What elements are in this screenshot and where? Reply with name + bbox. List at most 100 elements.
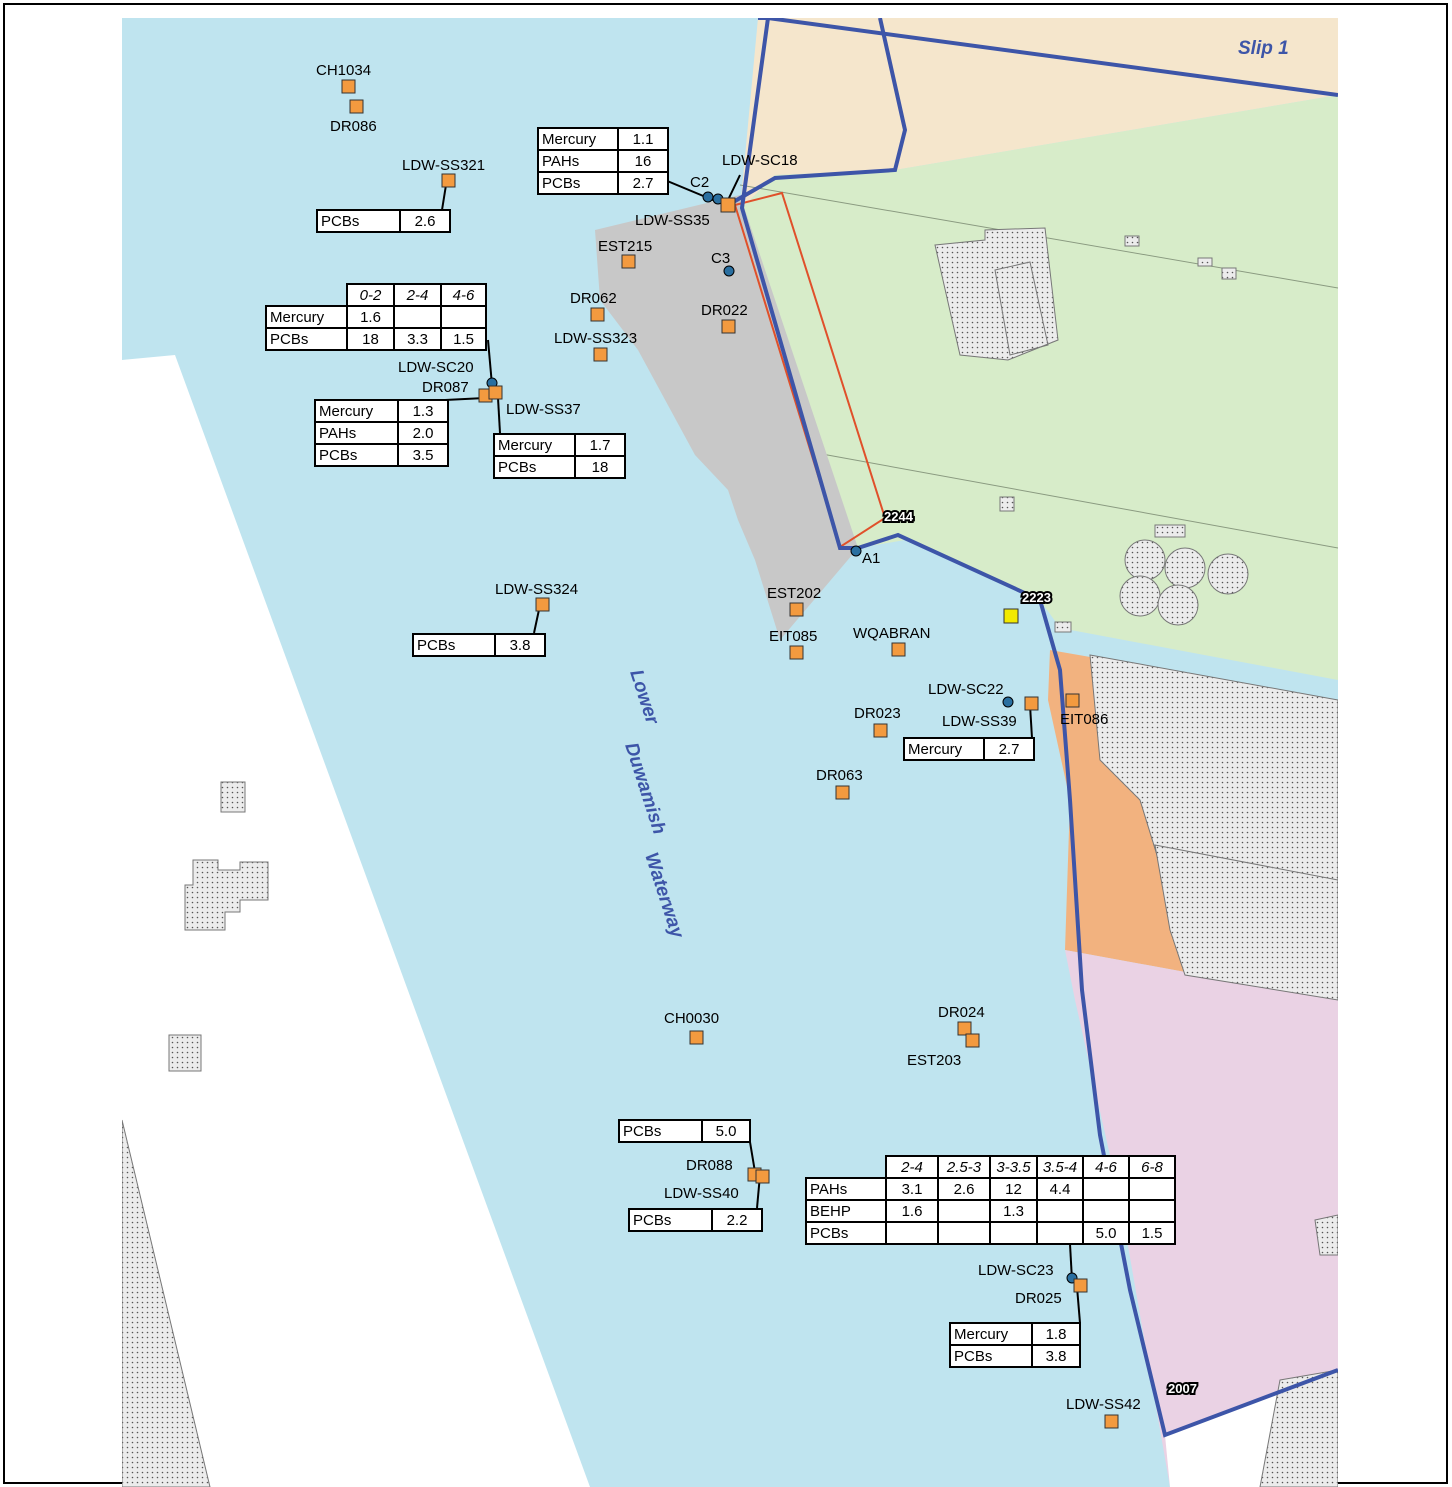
table-analyte: PAHs <box>810 1181 847 1198</box>
label-ldw-ss42: LDW-SS42 <box>1066 1396 1141 1413</box>
sample-marker-dr022[interactable] <box>721 319 736 334</box>
sample-marker-ldw-ss39[interactable] <box>1024 696 1039 711</box>
sample-marker-est202[interactable] <box>789 602 804 617</box>
table-value: 2.6 <box>415 213 436 230</box>
table-analyte: PCBs <box>417 637 455 654</box>
table-analyte: Mercury <box>270 309 325 326</box>
building <box>168 1034 202 1072</box>
label-ldw-ss324: LDW-SS324 <box>495 581 578 598</box>
table-analyte: PAHs <box>542 153 579 170</box>
outfall-marker[interactable] <box>1003 608 1019 624</box>
building <box>220 781 246 813</box>
label-ch0030: CH0030 <box>664 1010 719 1027</box>
label-est203: EST203 <box>907 1052 961 1069</box>
label-dr062: DR062 <box>570 290 617 307</box>
sample-marker-dr086[interactable] <box>349 99 364 114</box>
sample-marker-ldw-ss42[interactable] <box>1104 1414 1119 1429</box>
sample-marker-dr024[interactable] <box>957 1021 972 1036</box>
table-header-cell: 3.5-4 <box>1043 1159 1077 1176</box>
table-ss321: PCBs 2.6 <box>316 209 451 233</box>
label-ldw-sc22: LDW-SC22 <box>928 681 1004 698</box>
sample-marker-ldw-ss324[interactable] <box>535 597 550 612</box>
land-green <box>740 95 1338 680</box>
tank <box>1119 575 1161 617</box>
core-marker-c2[interactable] <box>702 191 714 203</box>
sample-marker-est215[interactable] <box>621 254 636 269</box>
building <box>1154 844 1338 1001</box>
sample-marker-dr023[interactable] <box>873 723 888 738</box>
label-ldw-sc18: LDW-SC18 <box>722 152 798 169</box>
table-value: 2.0 <box>413 425 434 442</box>
table-analyte: PCBs <box>270 331 308 348</box>
table-value: 5.0 <box>716 1123 737 1140</box>
table-value: 1.1 <box>633 131 654 148</box>
table-analyte: Mercury <box>319 403 374 420</box>
core-marker-c3[interactable] <box>723 265 735 277</box>
label-dr086: DR086 <box>330 118 377 135</box>
label-c3: C3 <box>711 250 730 267</box>
sample-marker-dr062[interactable] <box>590 307 605 322</box>
building <box>1124 235 1140 247</box>
label-ldw-ss40: LDW-SS40 <box>664 1185 739 1202</box>
table-analyte: PCBs <box>319 447 357 464</box>
table-value: 2.6 <box>954 1181 975 1198</box>
core-marker-a1[interactable] <box>850 545 862 557</box>
table-value: 18 <box>362 331 379 348</box>
table-value: 1.8 <box>1046 1326 1067 1343</box>
core-marker-ldw-sc22[interactable] <box>1002 696 1014 708</box>
table-analyte: Mercury <box>542 131 597 148</box>
label-ldw-sc23: LDW-SC23 <box>978 1262 1054 1279</box>
sample-marker-dr025[interactable] <box>1073 1278 1088 1293</box>
sample-marker-ch0030[interactable] <box>689 1030 704 1045</box>
table-analyte: Mercury <box>908 741 963 758</box>
west-land <box>122 355 590 1487</box>
table-analyte: PCBs <box>321 213 359 230</box>
building <box>1054 621 1072 633</box>
label-eit085: EIT085 <box>769 628 817 645</box>
slip-label: Slip 1 <box>1238 38 1289 59</box>
sample-marker-eit085[interactable] <box>789 645 804 660</box>
table-value: 18 <box>592 459 609 476</box>
sample-marker-ldw-ss323[interactable] <box>593 347 608 362</box>
table-analyte: PCBs <box>623 1123 661 1140</box>
label-dr087: DR087 <box>422 379 469 396</box>
sample-marker-ch1034[interactable] <box>341 79 356 94</box>
sample-marker-est203[interactable] <box>965 1033 980 1048</box>
label-ch1034: CH1034 <box>316 62 371 79</box>
label-dr024: DR024 <box>938 1004 985 1021</box>
label-ldw-sc20: LDW-SC20 <box>398 359 474 376</box>
west-structure-strip <box>122 1119 211 1487</box>
sample-marker-eit086[interactable] <box>1065 693 1080 708</box>
table-dr088: PCBs 5.0 <box>618 1119 751 1143</box>
sample-marker-ldw-ss40[interactable] <box>755 1169 770 1184</box>
table-value: 1.7 <box>590 437 611 454</box>
building <box>184 859 269 931</box>
sample-marker-ldw-ss321[interactable] <box>441 173 456 188</box>
sample-marker-ldw-ss35[interactable] <box>720 197 736 213</box>
label-dr088: DR088 <box>686 1157 733 1174</box>
table-value: 1.3 <box>413 403 434 420</box>
sample-marker-dr063[interactable] <box>835 785 850 800</box>
label-ldw-ss323: LDW-SS323 <box>554 330 637 347</box>
label-wqabran: WQABRAN <box>853 625 931 642</box>
label-dr023: DR023 <box>854 705 901 722</box>
table-analyte: PCBs <box>810 1225 848 1242</box>
sample-marker-ldw-ss37[interactable] <box>488 385 503 400</box>
sample-marker-wqabran[interactable] <box>891 642 906 657</box>
label-ldw-ss39: LDW-SS39 <box>942 713 1017 730</box>
table-header-cell: 0-2 <box>360 287 382 304</box>
table-header-cell: 3-3.5 <box>996 1159 1031 1176</box>
table-analyte: PCBs <box>954 1348 992 1365</box>
label-a1: A1 <box>862 550 880 567</box>
shoreline-pier <box>727 18 908 207</box>
label-dr025: DR025 <box>1015 1290 1062 1307</box>
table-value: 5.0 <box>1096 1225 1117 1242</box>
